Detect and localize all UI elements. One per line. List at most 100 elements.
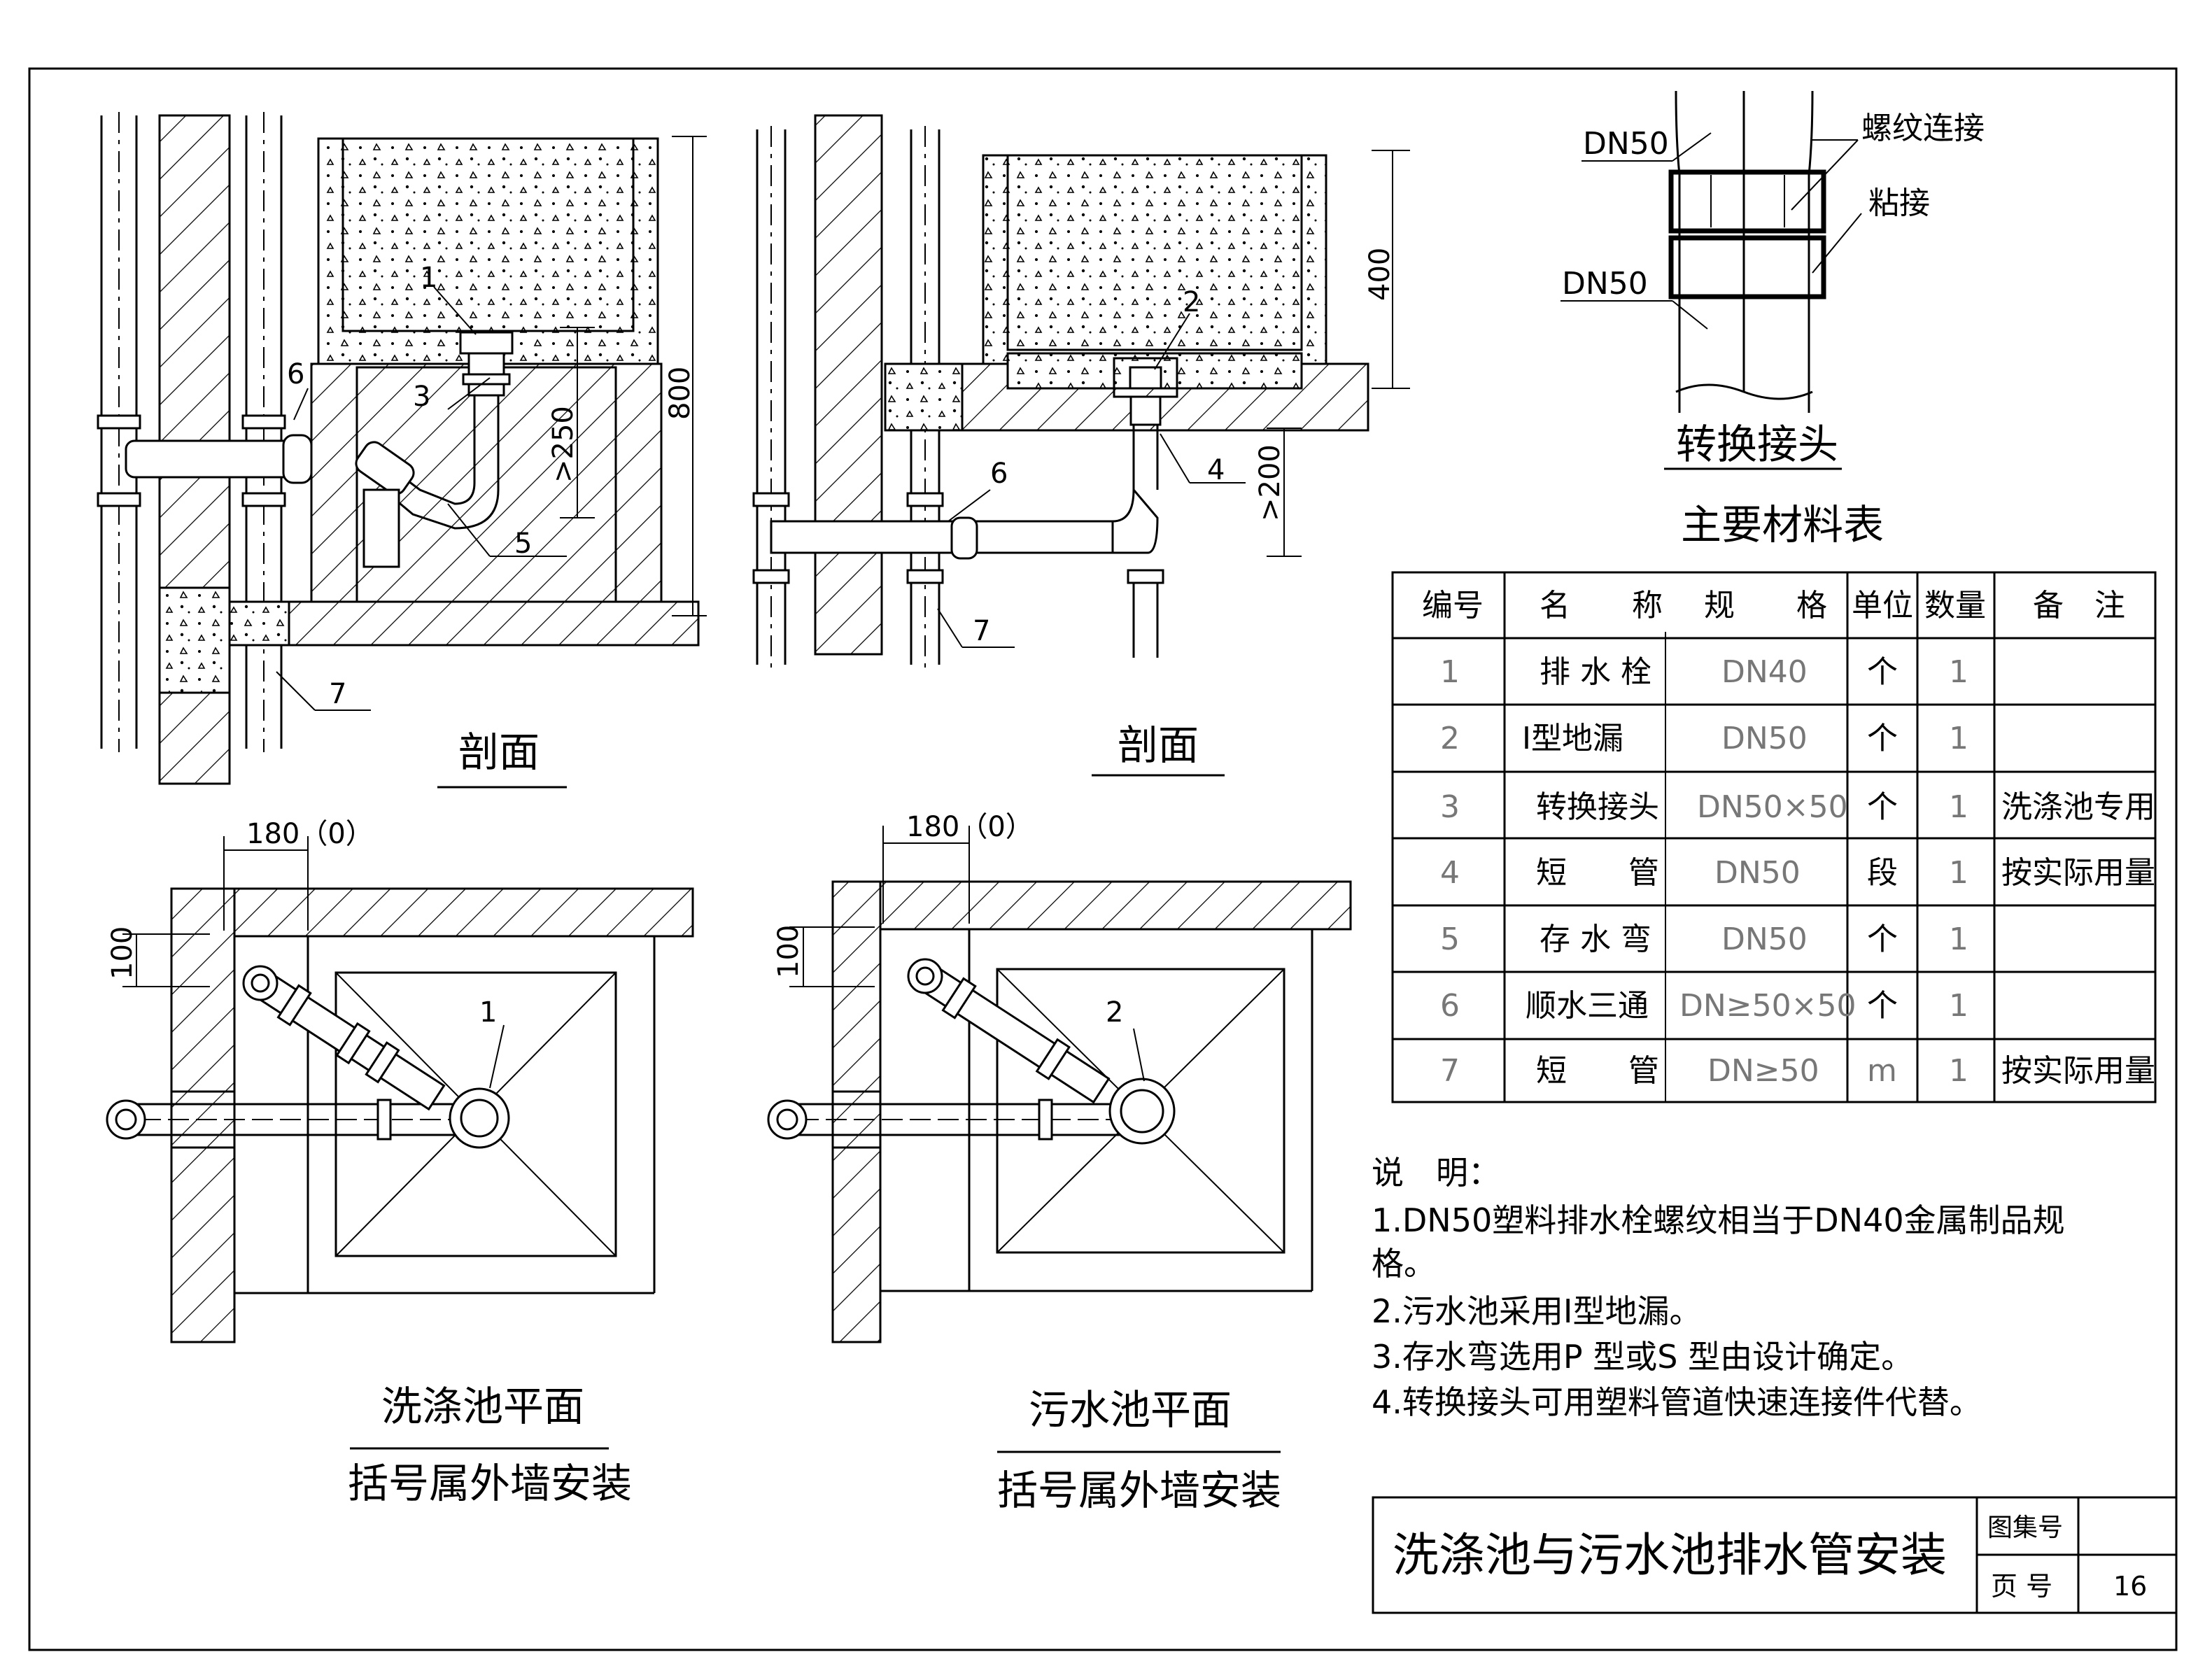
table-row: 1 排 水 栓 DN40 个 1: [1440, 654, 1968, 690]
th-qty: 数量: [1924, 588, 1986, 623]
callout-7: 7: [329, 678, 346, 710]
cell: DN50: [1714, 855, 1801, 891]
cell: 7: [1440, 1053, 1460, 1089]
notes: 说 明： 1.DN50塑料排水栓螺纹相当于DN40金属制品规 格。 2.污水池采…: [1372, 1154, 2065, 1421]
cell: 1: [1949, 988, 1968, 1024]
th-unit: 单位: [1852, 588, 1913, 623]
note-line: 格。: [1372, 1245, 1436, 1283]
plan-left-caption: 洗涤池平面: [381, 1383, 584, 1430]
dim-800: 800: [664, 367, 696, 420]
th-no: 编号: [1422, 588, 1484, 623]
cell: 个: [1867, 654, 1898, 690]
plan-left-callout: 1: [479, 996, 497, 1029]
cell: 个: [1867, 721, 1898, 756]
cell: 洗涤池专用: [2001, 789, 2155, 825]
note-line: 3.存水弯选用P 型或S 型由设计确定。: [1372, 1338, 1913, 1376]
plan-right-dim-top: 180（0）: [906, 811, 1034, 843]
cell: 按实际用量: [2001, 1053, 2155, 1089]
table-row: 5 存 水 弯 DN50 个 1: [1440, 922, 1968, 957]
plan-left: 180（0） 100 1 洗涤池平面 括号属外墙安装: [106, 818, 694, 1507]
cell: 个: [1867, 789, 1898, 825]
note-line: 1.DN50塑料排水栓螺纹相当于DN40金属制品规: [1372, 1201, 2065, 1239]
cell: 转换接头: [1536, 789, 1659, 825]
cell: 4: [1440, 855, 1460, 891]
cell: 3: [1440, 789, 1460, 825]
cell: 1: [1949, 1053, 1968, 1089]
materials-title: 主要材料表: [1681, 501, 1884, 549]
cell: 段: [1867, 855, 1898, 891]
callout-3: 3: [413, 381, 430, 413]
page-label: 页 号: [1991, 1571, 2052, 1602]
section-right-caption: 剖面: [1118, 721, 1199, 769]
adapter-dn50-top: DN50: [1583, 126, 1669, 162]
cell: 2: [1440, 721, 1460, 756]
cell: 1: [1949, 721, 1968, 756]
section-left: >250 800 1 3 5 6 7 剖面: [97, 112, 707, 789]
page-number: 16: [2113, 1571, 2147, 1602]
cell: 个: [1867, 922, 1898, 957]
plan-right-dim-side: 100: [773, 925, 805, 978]
adapter-caption: 转换接头: [1676, 421, 1838, 468]
note-line: 4.转换接头可用塑料管道快速连接件代替。: [1372, 1383, 1982, 1421]
callout-6: 6: [287, 358, 304, 390]
cell: 个: [1867, 988, 1898, 1024]
plan-right: 180（0） 100 2 污水池平面 括号属外墙安装: [767, 811, 1352, 1514]
adapter-glue-label: 粘接: [1868, 185, 1930, 221]
callout-5: 5: [514, 528, 532, 560]
th-spec: 规 格: [1704, 588, 1827, 623]
materials-table: 主要材料表 编号 名 称 规 格 单位 数量 备 注 1 排 水 栓 DN40 …: [1391, 501, 2157, 1103]
sheet-border: [28, 67, 2178, 1651]
dim-200: >200: [1254, 444, 1286, 521]
adapter-dn50-bottom: DN50: [1562, 266, 1648, 302]
dim-250-left: >250: [547, 406, 579, 483]
cell: DN50×50: [1697, 789, 1848, 825]
cell: m: [1867, 1053, 1897, 1089]
adapter-thread-label: 螺纹连接: [1861, 111, 1985, 146]
plan-right-subcaption: 括号属外墙安装: [997, 1467, 1281, 1514]
cell: 1: [1949, 789, 1968, 825]
section-left-caption: 剖面: [458, 728, 540, 776]
callout-6-right: 6: [990, 458, 1008, 490]
section-right: 400 >200 2 4 6 7 剖面: [752, 114, 1410, 777]
table-row: 7 短 管 DN≥50 m 1 按实际用量: [1440, 1053, 2155, 1089]
note-line: 2.污水池采用I型地漏。: [1372, 1292, 1701, 1330]
table-row: 4 短 管 DN50 段 1 按实际用量: [1440, 855, 2155, 891]
cell: 1: [1949, 855, 1968, 891]
cell: 排 水 栓: [1540, 654, 1651, 690]
cell: 1: [1440, 654, 1460, 690]
cell: 短 管: [1536, 855, 1659, 891]
cell: 短 管: [1536, 1053, 1659, 1089]
th-note: 备 注: [2033, 588, 2125, 623]
plan-left-subcaption: 括号属外墙安装: [348, 1460, 632, 1507]
plan-right-caption: 污水池平面: [1029, 1386, 1232, 1434]
plan-left-dim-top: 180（0）: [246, 818, 374, 850]
cell: 存 水 弯: [1540, 922, 1651, 957]
cell: I型地漏: [1522, 721, 1623, 756]
table-row: 6 顺水三通 DN≥50×50 个 1: [1440, 988, 1968, 1024]
notes-heading: 说 明：: [1372, 1154, 1500, 1192]
cell: 1: [1949, 654, 1968, 690]
callout-7-right: 7: [973, 615, 990, 647]
cell: 按实际用量: [2001, 855, 2155, 891]
drawing-title: 洗涤池与污水池排水管安装: [1393, 1528, 1947, 1582]
callout-2: 2: [1183, 286, 1200, 318]
cell: DN50: [1721, 721, 1808, 756]
cell: DN40: [1721, 654, 1808, 690]
th-name: 名 称: [1540, 588, 1663, 623]
callout-4: 4: [1207, 454, 1225, 486]
dim-400: 400: [1364, 248, 1396, 301]
cell: DN≥50: [1707, 1053, 1819, 1089]
title-block: 洗涤池与污水池排水管安装 图集号 页 号 16: [1372, 1496, 2178, 1614]
cell: 1: [1949, 922, 1968, 957]
atlas-label: 图集号: [1987, 1513, 2063, 1542]
cell: DN50: [1721, 922, 1808, 957]
plan-right-callout: 2: [1106, 996, 1123, 1029]
adapter-detail: DN50 DN50 螺纹连接 粘接 转换接头: [1561, 90, 1985, 470]
cell: 6: [1440, 988, 1460, 1024]
cell: 顺水三通: [1526, 988, 1649, 1024]
plan-left-dim-side: 100: [106, 926, 139, 980]
table-row: 2 I型地漏 DN50 个 1: [1440, 721, 1968, 756]
callout-1: 1: [420, 262, 437, 294]
cell: DN≥50×50: [1679, 988, 1857, 1024]
